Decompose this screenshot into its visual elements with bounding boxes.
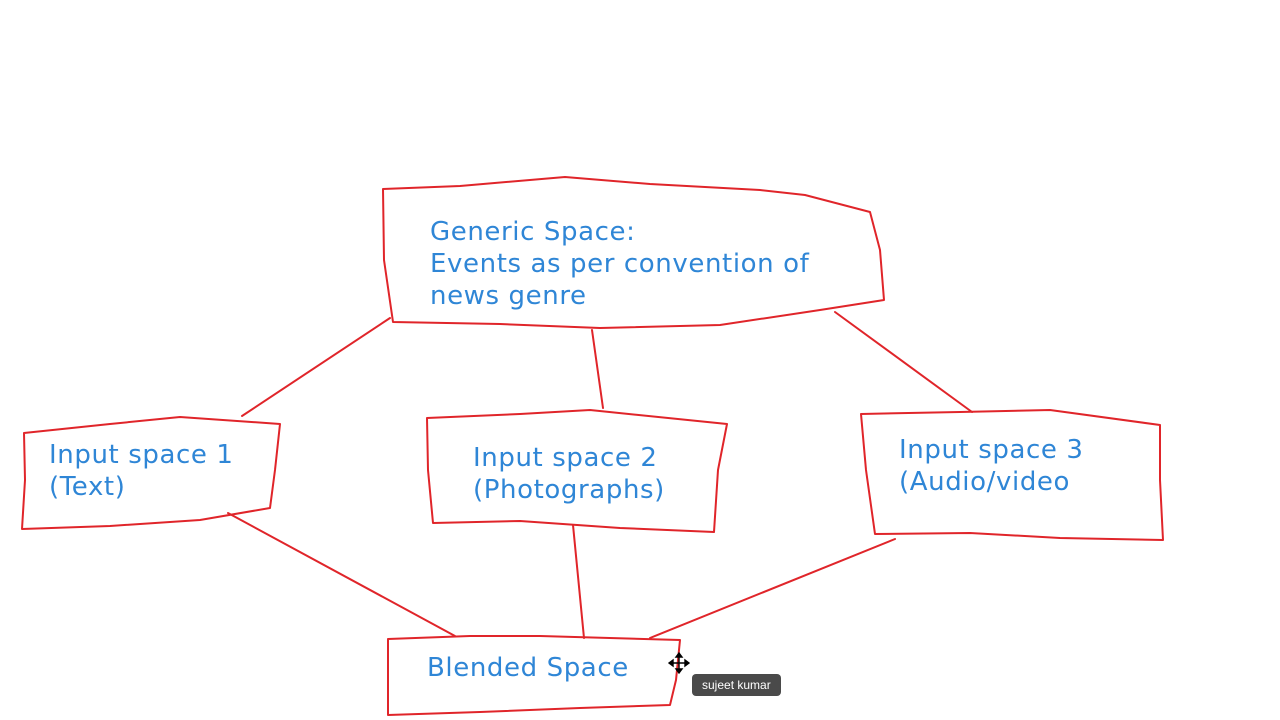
generic-space-line-3: news genre — [430, 281, 587, 311]
move-cursor-icon — [668, 652, 690, 674]
connector-input2-blended — [572, 524, 585, 639]
connector-input1-blended — [227, 512, 456, 637]
user-name-tooltip: sujeet kumar — [692, 674, 781, 696]
input-space-3-box — [860, 409, 1164, 541]
input-space-2-line-1: Input space 2 — [473, 443, 658, 473]
generic-space-box — [382, 176, 885, 329]
input-space-1-box — [21, 416, 281, 530]
connector-input3-blended — [649, 538, 896, 639]
generic-space-line-1: Generic Space: — [430, 217, 636, 247]
connector-generic-input1 — [241, 317, 391, 417]
input-space-2-label: Input space 2 (Photographs) — [473, 442, 665, 506]
input-space-2-box — [426, 409, 728, 533]
input-space-3-label: Input space 3 (Audio/video — [899, 434, 1083, 498]
input-space-1-line-2: (Text) — [49, 472, 126, 502]
input-space-1-label: Input space 1 (Text) — [49, 439, 233, 503]
input-space-1-line-1: Input space 1 — [49, 440, 234, 470]
blended-space-label: Blended Space — [427, 652, 629, 684]
generic-space-label: Generic Space: Events as per convention … — [430, 216, 809, 312]
connector-generic-input3 — [834, 311, 973, 413]
blended-space-line-1: Blended Space — [427, 653, 629, 683]
connector-generic-input2 — [591, 329, 604, 409]
input-space-3-line-2: (Audio/video — [899, 467, 1071, 497]
generic-space-line-2: Events as per convention of — [430, 249, 810, 279]
blended-space-box — [387, 635, 681, 716]
input-space-2-line-2: (Photographs) — [473, 475, 665, 505]
input-space-3-line-1: Input space 3 — [899, 435, 1084, 465]
